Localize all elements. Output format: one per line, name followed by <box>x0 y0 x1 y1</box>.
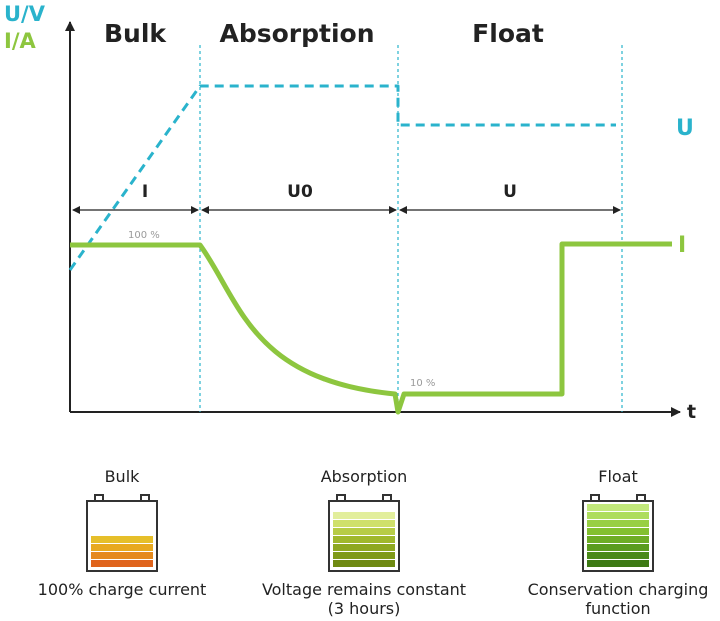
charge-bar <box>587 512 649 519</box>
battery-icon <box>582 494 654 574</box>
charge-bar <box>587 536 649 543</box>
battery-icon <box>86 494 158 574</box>
charge-bar <box>587 504 649 511</box>
charge-bar <box>333 552 395 559</box>
charge-bar <box>91 544 153 551</box>
axis-i-label: I/A <box>4 29 36 53</box>
charge-bar <box>333 512 395 519</box>
charge-bar <box>333 536 395 543</box>
charge-bar <box>333 520 395 527</box>
battery-charge-bars <box>333 511 395 567</box>
battery-caption-line2: function <box>585 599 651 618</box>
segment-label-i: I <box>142 182 148 202</box>
phase-title-absorption: Absorption <box>219 19 374 48</box>
charge-bar <box>587 552 649 559</box>
phase-title-float: Float <box>472 19 544 48</box>
battery-title: Absorption <box>320 467 408 486</box>
charge-bar <box>333 544 395 551</box>
axis-u-label: U/V <box>4 2 46 26</box>
charge-bar <box>587 520 649 527</box>
voltage-curve <box>68 84 616 271</box>
side-label-i: I <box>678 233 686 258</box>
charge-bar <box>333 560 395 567</box>
battery-title: Float <box>598 467 638 486</box>
battery-caption: Voltage remains constant <box>261 580 467 599</box>
phase-title-bulk: Bulk <box>104 19 167 48</box>
charge-bar <box>333 528 395 535</box>
charge-bar <box>91 552 153 559</box>
charging-diagram: U/V I/A t Bulk Absorption Float I U0 U 1… <box>4 2 696 423</box>
charge-bar <box>91 536 153 543</box>
battery-block-absorption: Absorption Voltage remains constant (3 h… <box>254 467 474 618</box>
charge-bar <box>587 560 649 567</box>
segment-label-u0: U0 <box>287 182 313 202</box>
current-curve <box>70 241 672 415</box>
charge-bar <box>587 544 649 551</box>
pct-10-label: 10 % <box>410 378 435 389</box>
battery-caption: Conservation charging <box>527 580 709 599</box>
axis-t-label: t <box>687 401 696 423</box>
charge-bar <box>91 560 153 567</box>
pct-100-label: 100 % <box>128 230 160 241</box>
segment-label-u: U <box>503 182 517 202</box>
battery-charge-bars <box>587 503 649 567</box>
battery-caption: 100% charge current <box>37 580 207 599</box>
battery-caption-line2: (3 hours) <box>327 599 401 618</box>
charge-bar <box>587 528 649 535</box>
battery-title: Bulk <box>104 467 140 486</box>
battery-icon <box>328 494 400 574</box>
battery-block-float: Float Conservation charging function <box>508 467 720 618</box>
battery-block-bulk: Bulk 100% charge current <box>12 467 232 599</box>
side-label-u: U <box>676 116 694 141</box>
battery-charge-bars <box>91 535 153 567</box>
